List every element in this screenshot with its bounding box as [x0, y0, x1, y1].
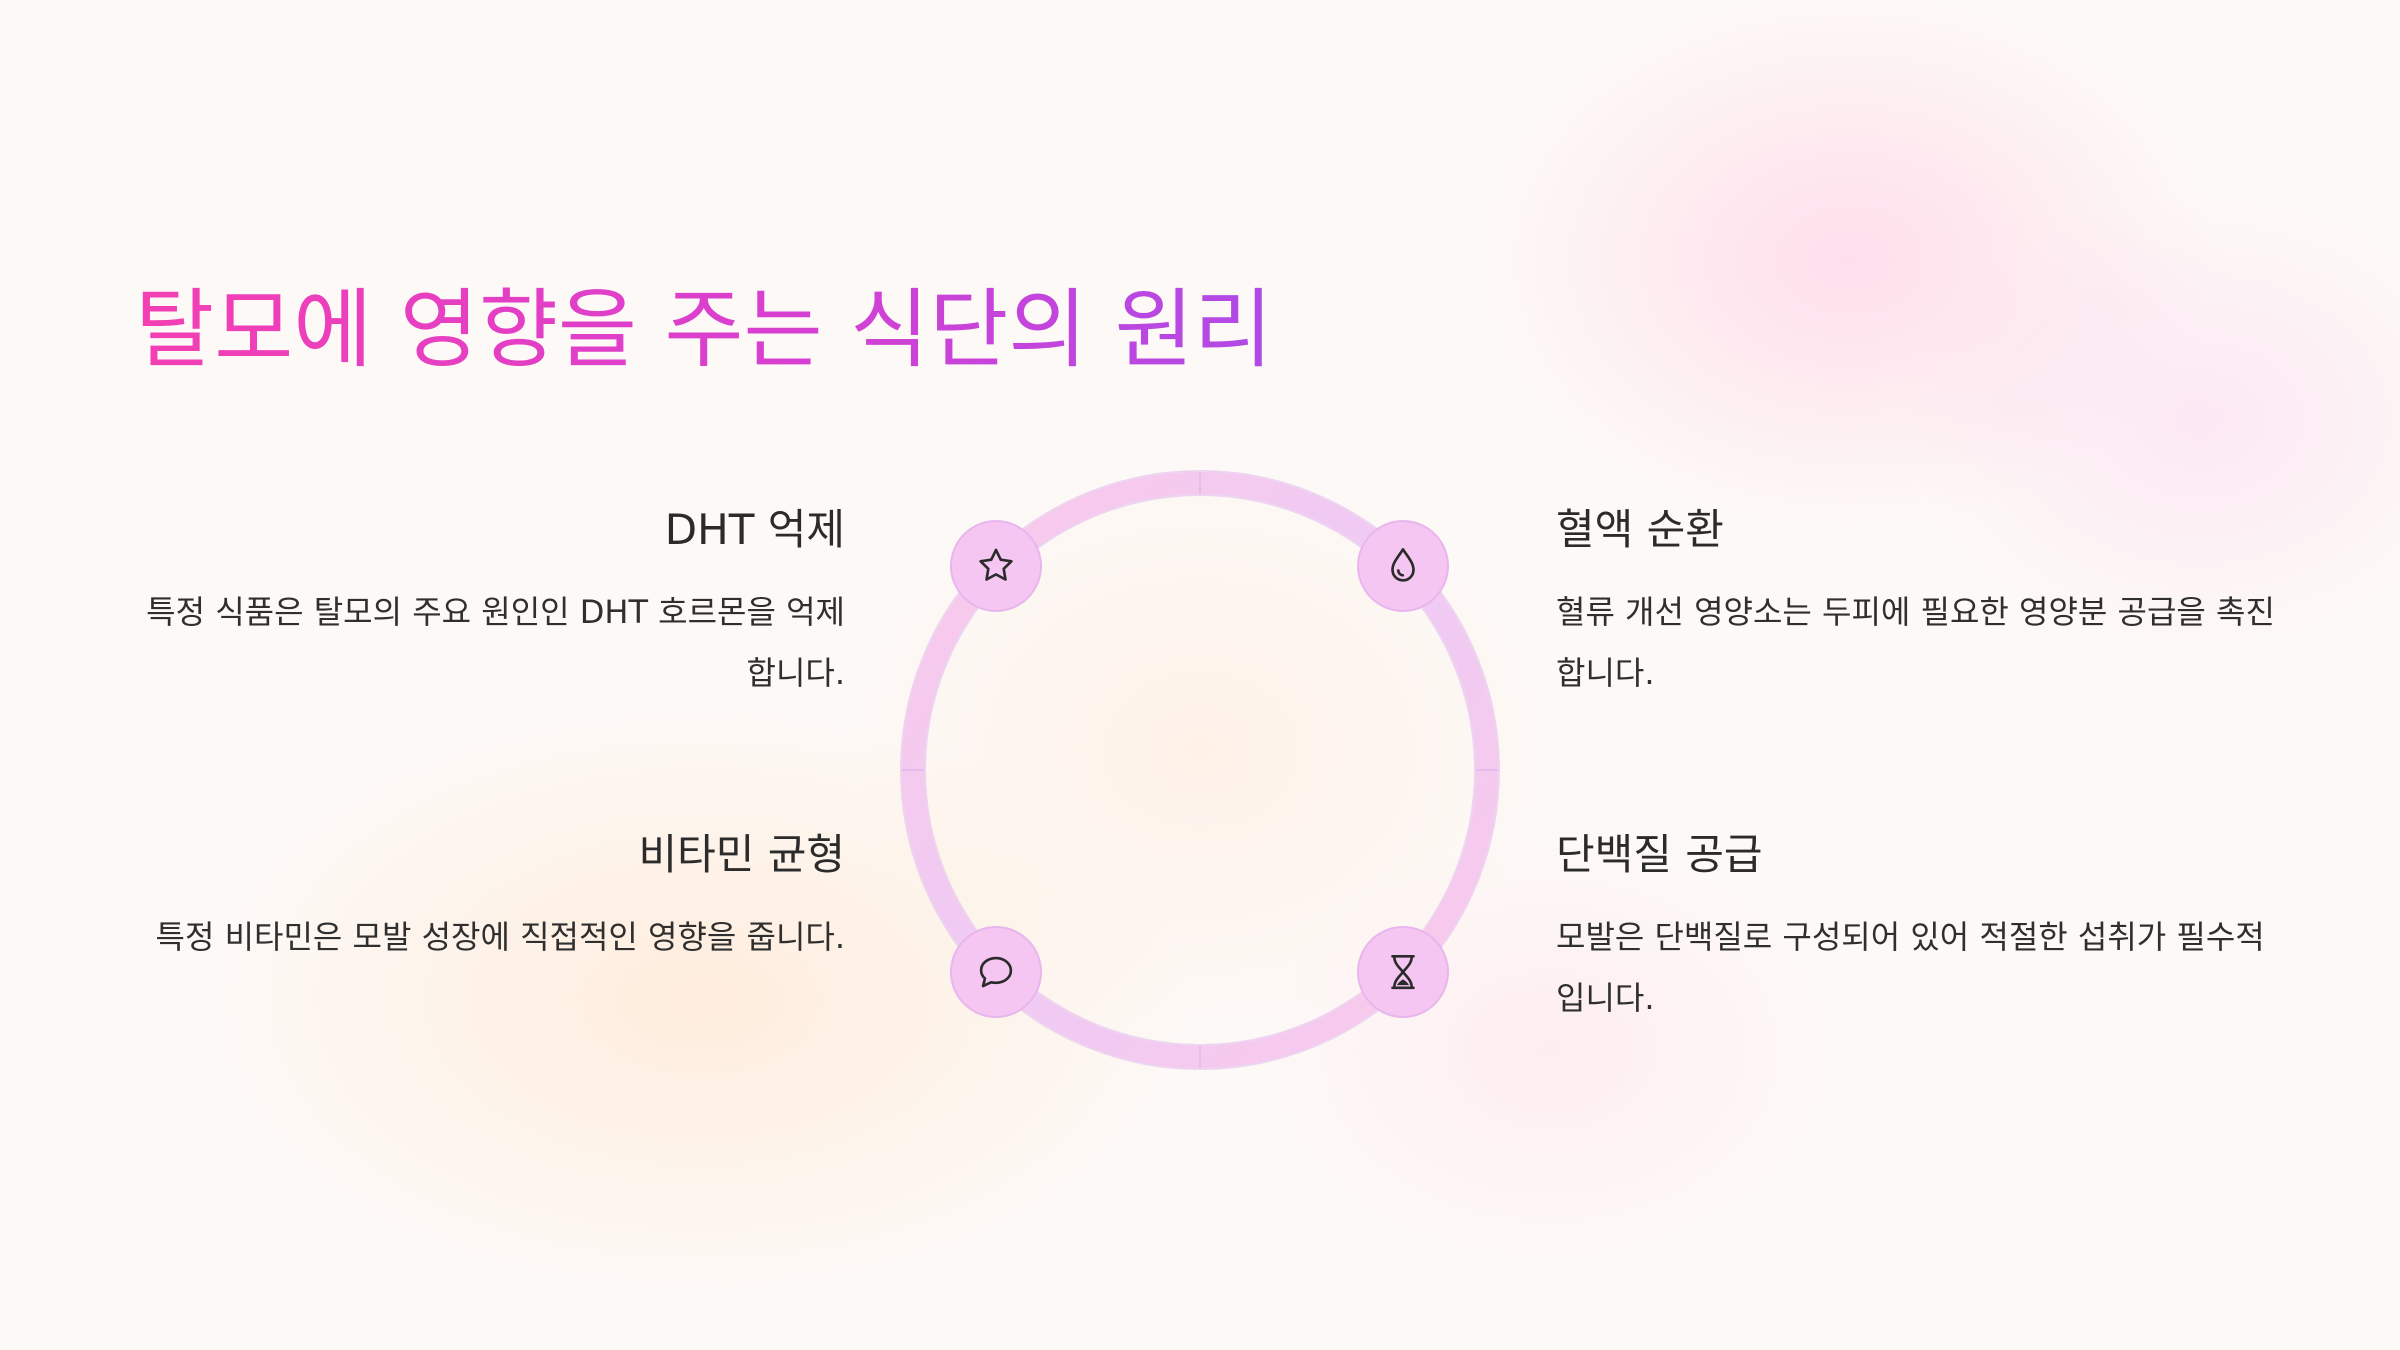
node-top-left	[950, 520, 1042, 612]
star-icon	[979, 548, 1013, 581]
node-top-right	[1357, 520, 1449, 612]
item-vitamin-balance: 비타민 균형 특정 비타민은 모발 성장에 직접적인 영향을 줍니다.	[125, 825, 845, 968]
node-bottom-right	[1357, 926, 1449, 1018]
item-protein-supply: 단백질 공급 모발은 단백질로 구성되어 있어 적절한 섭취가 필수적입니다.	[1556, 825, 2276, 1029]
item-description: 특정 비타민은 모발 성장에 직접적인 영향을 줍니다.	[155, 918, 845, 956]
item-dht: DHT 억제 특정 식품은 탈모의 주요 원인인 DHT 호르몬을 억제합니다.	[125, 500, 845, 704]
hourglass-icon	[1391, 954, 1415, 990]
item-blood-circulation: 혈액 순환 혈류 개선 영양소는 두피에 필요한 영양분 공급을 촉진합니다.	[1556, 500, 2276, 704]
item-heading: 단백질 공급	[1556, 830, 1763, 879]
node-bottom-left	[950, 926, 1042, 1018]
item-description: 모발은 단백질로 구성되어 있어 적절한 섭취가 필수적입니다.	[1556, 918, 2265, 1017]
item-heading: DHT 억제	[664, 505, 845, 554]
item-description: 혈류 개선 영양소는 두피에 필요한 영양분 공급을 촉진합니다.	[1556, 593, 2275, 692]
item-heading: 비타민 균형	[638, 830, 845, 879]
item-description: 특정 식품은 탈모의 주요 원인인 DHT 호르몬을 억제합니다.	[146, 593, 845, 692]
page-title: 탈모에 영향을 주는 식단의 원리	[135, 270, 1273, 390]
chat-bubble-icon	[979, 956, 1013, 988]
droplet-icon	[1391, 548, 1415, 582]
item-heading: 혈액 순환	[1556, 505, 1724, 554]
